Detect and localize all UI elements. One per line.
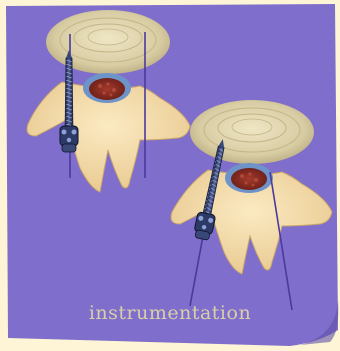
caption-label: instrumentation — [0, 302, 340, 324]
vertebral-disc — [46, 10, 170, 74]
vertebral-disc-2 — [190, 100, 314, 164]
